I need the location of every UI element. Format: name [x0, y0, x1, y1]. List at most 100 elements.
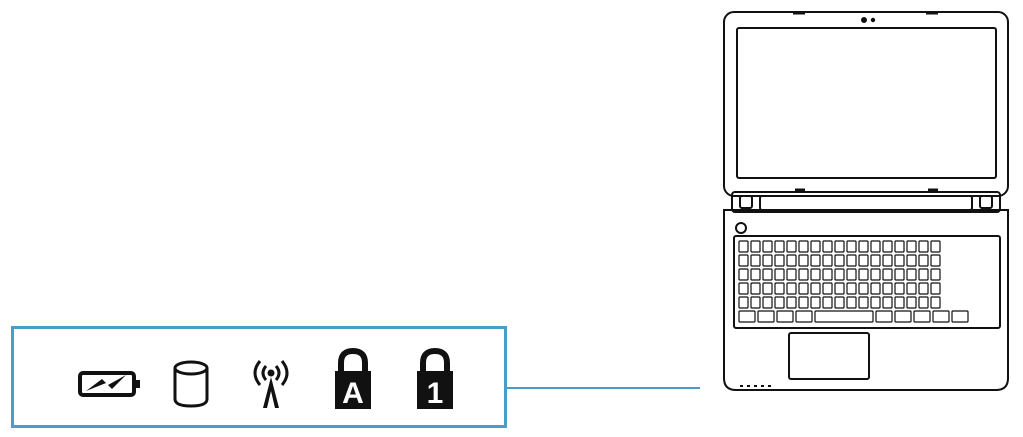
- keyboard-key: [894, 254, 905, 267]
- laptop-screen: [736, 27, 997, 179]
- keyboard-key: [774, 240, 785, 253]
- keyboard-key: [776, 310, 794, 323]
- keyboard-key: [798, 282, 809, 295]
- keyboard-key: [757, 310, 775, 323]
- laptop-illustration: [723, 11, 1009, 391]
- keyboard-key: [738, 296, 749, 309]
- keyboard-key: [798, 254, 809, 267]
- keyboard-key: [882, 268, 893, 281]
- keyboard-key: [846, 240, 857, 253]
- keyboard-key: [918, 240, 929, 253]
- keyboard-key: [875, 310, 893, 323]
- keyboard-key: [810, 240, 821, 253]
- keyboard-key: [822, 282, 833, 295]
- keyboard-key: [870, 254, 881, 267]
- laptop-keyboard: [733, 235, 1001, 329]
- keyboard-key: [774, 268, 785, 281]
- keyboard-key: [930, 268, 941, 281]
- keyboard-key: [834, 254, 845, 267]
- keyboard-key: [882, 254, 893, 267]
- keyboard-key: [814, 310, 874, 323]
- num-lock-icon: 1: [417, 347, 453, 410]
- laptop-base: [723, 209, 1009, 391]
- keyboard-key: [858, 296, 869, 309]
- keyboard-key: [774, 282, 785, 295]
- keyboard-key: [930, 254, 941, 267]
- keyboard-key: [930, 296, 941, 309]
- laptop-hinge: [731, 191, 1001, 213]
- keyboard-key: [913, 310, 931, 323]
- keyboard-key: [882, 282, 893, 295]
- keyboard-key: [762, 240, 773, 253]
- laptop-touchpad: [788, 332, 870, 380]
- keyboard-key: [870, 296, 881, 309]
- keyboard-key: [774, 296, 785, 309]
- keyboard-key: [870, 282, 881, 295]
- keyboard-key: [750, 268, 761, 281]
- keyboard-key: [810, 254, 821, 267]
- keyboard-key: [894, 268, 905, 281]
- keyboard-key: [834, 282, 845, 295]
- keyboard-key: [750, 240, 761, 253]
- keyboard-key: [738, 254, 749, 267]
- keyboard-key: [762, 268, 773, 281]
- keyboard-key: [870, 240, 881, 253]
- keyboard-key: [858, 268, 869, 281]
- keyboard-key: [798, 296, 809, 309]
- keyboard-key: [738, 310, 756, 323]
- keyboard-key: [834, 240, 845, 253]
- caps-lock-icon: A: [335, 347, 371, 410]
- battery-charging-icon: [78, 371, 140, 397]
- keyboard-key: [810, 296, 821, 309]
- keyboard-key: [774, 254, 785, 267]
- keyboard-key: [846, 282, 857, 295]
- keyboard-key: [786, 296, 797, 309]
- keyboard-key: [822, 254, 833, 267]
- keyboard-key: [894, 282, 905, 295]
- caps-lock-glyph: A: [342, 377, 364, 410]
- keyboard-key: [930, 282, 941, 295]
- keyboard-key: [738, 268, 749, 281]
- keyboard-key: [906, 240, 917, 253]
- keyboard-key: [822, 268, 833, 281]
- keyboard-key: [786, 254, 797, 267]
- keyboard-key: [738, 282, 749, 295]
- keyboard-key: [834, 268, 845, 281]
- keyboard-key: [762, 282, 773, 295]
- keyboard-key: [932, 310, 950, 323]
- hard-drive-icon: [173, 360, 209, 408]
- keyboard-key: [906, 268, 917, 281]
- keyboard-key: [918, 268, 929, 281]
- keyboard-key: [738, 240, 749, 253]
- keyboard-key: [762, 254, 773, 267]
- keyboard-key: [786, 268, 797, 281]
- keyboard-key: [798, 268, 809, 281]
- keyboard-key: [951, 310, 969, 323]
- keyboard-key: [822, 240, 833, 253]
- laptop-lid: [723, 11, 1009, 197]
- keyboard-key: [894, 310, 912, 323]
- keyboard-key: [906, 296, 917, 309]
- indicator-panel: A 1: [11, 326, 507, 428]
- keyboard-key: [798, 240, 809, 253]
- keyboard-key: [918, 282, 929, 295]
- keyboard-key: [894, 296, 905, 309]
- camera-icon: [861, 17, 867, 23]
- keyboard-key: [882, 296, 893, 309]
- keyboard-key: [858, 240, 869, 253]
- keyboard-key: [918, 296, 929, 309]
- keyboard-key: [918, 254, 929, 267]
- keyboard-key: [858, 254, 869, 267]
- num-lock-glyph: 1: [427, 377, 444, 410]
- keyboard-key: [846, 296, 857, 309]
- keyboard-key: [810, 282, 821, 295]
- keyboard-key: [810, 268, 821, 281]
- keyboard-key: [750, 254, 761, 267]
- keyboard-key: [834, 296, 845, 309]
- keyboard-key: [882, 240, 893, 253]
- keyboard-key: [906, 254, 917, 267]
- keyboard-key: [750, 296, 761, 309]
- keyboard-key: [822, 296, 833, 309]
- keyboard-key: [786, 240, 797, 253]
